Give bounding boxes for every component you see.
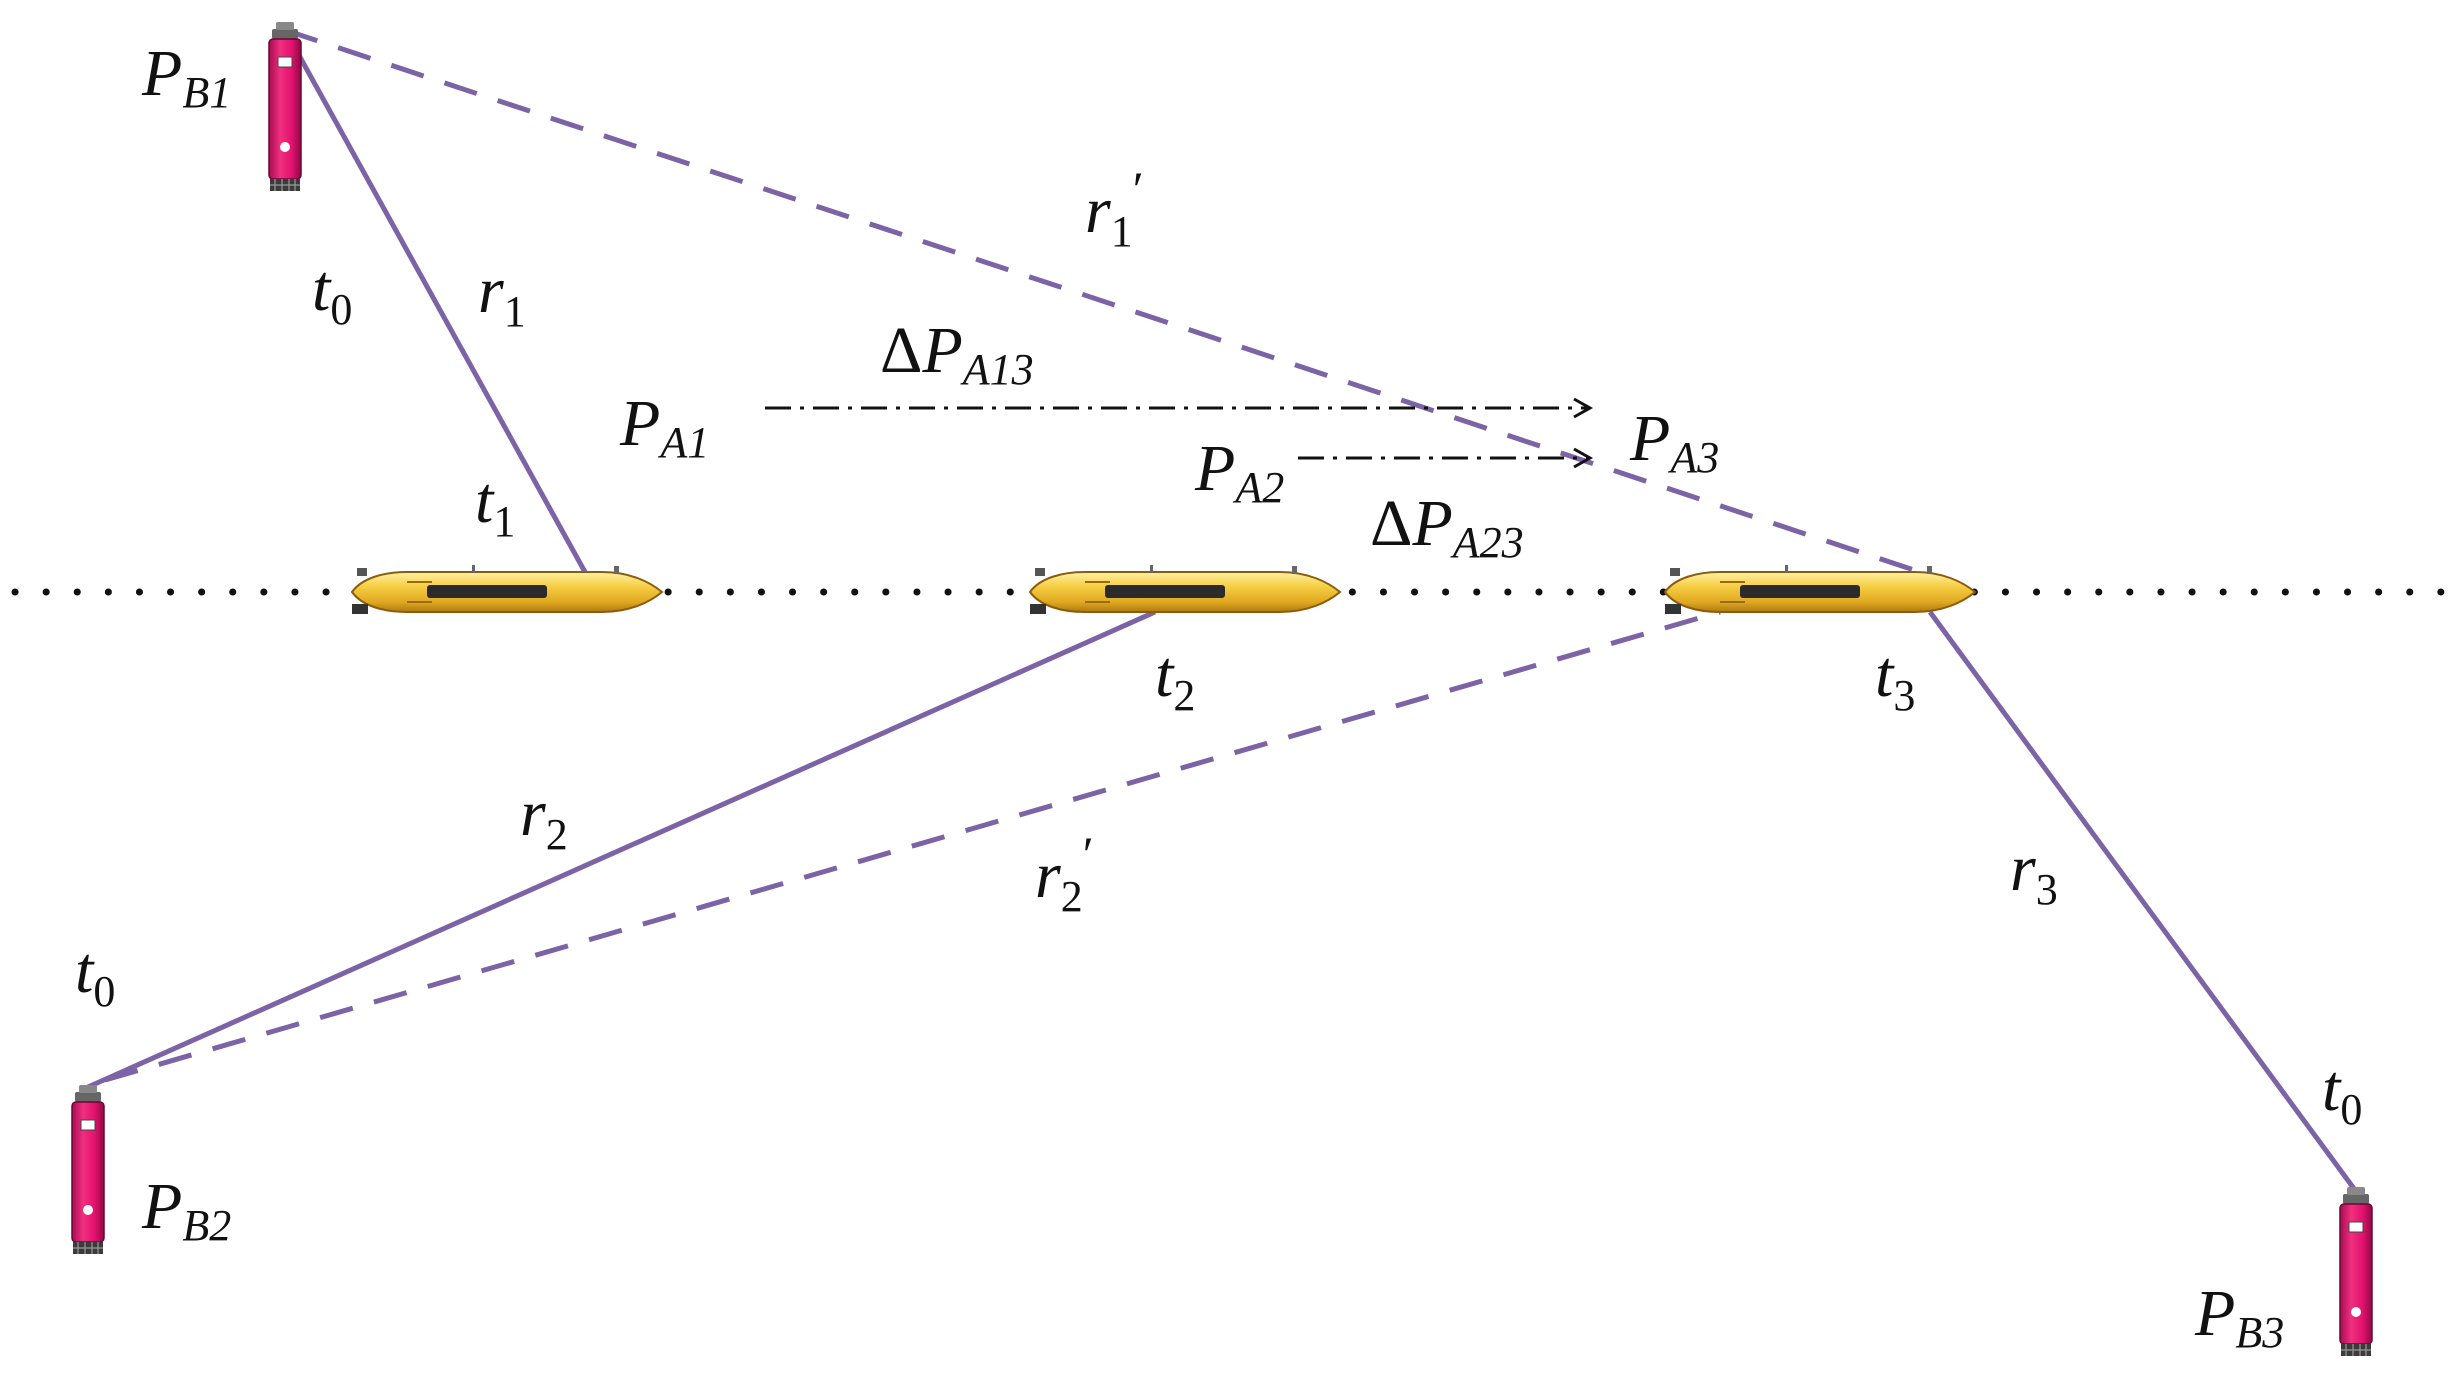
range-line-r2-prime xyxy=(104,609,1721,1083)
range-line-r1-prime xyxy=(284,27,1921,575)
label-t0-b3: t0 xyxy=(2322,1052,2362,1134)
label-t3: t3 xyxy=(1875,638,1915,720)
label-pb2: PB2 xyxy=(141,1170,231,1250)
auv-icon xyxy=(1664,564,1976,615)
label-t2: t2 xyxy=(1155,638,1195,720)
range-line-r2 xyxy=(86,609,1157,1090)
label-r1: r1 xyxy=(478,254,526,336)
label-r2: r2 xyxy=(520,777,568,859)
auv-icon xyxy=(1029,564,1341,615)
label-t1: t1 xyxy=(475,464,515,546)
beacon-icon xyxy=(268,21,302,192)
label-pa1: PA1 xyxy=(619,387,709,467)
label-t0-b2: t0 xyxy=(75,934,115,1016)
label-delta-pa23: ΔPA23 xyxy=(1370,487,1524,567)
label-pb3: PB3 xyxy=(2194,1277,2284,1357)
auv-icon xyxy=(351,564,663,615)
label-delta-pa13: ΔPA13 xyxy=(880,314,1034,394)
label-t0-b1: t0 xyxy=(312,252,352,334)
range-line-r3 xyxy=(1927,610,2358,1192)
label-r3: r3 xyxy=(2010,832,2058,914)
label-r1-prime: r1′ xyxy=(1085,161,1144,256)
beacon-icon xyxy=(2339,1186,2373,1357)
label-pb1: PB1 xyxy=(141,37,231,117)
label-pa2: PA2 xyxy=(1194,432,1284,512)
range-line-r1 xyxy=(282,28,588,574)
label-pa3: PA3 xyxy=(1629,402,1719,482)
label-r2-prime: r2′ xyxy=(1035,826,1094,921)
beacon-icon xyxy=(71,1084,105,1255)
